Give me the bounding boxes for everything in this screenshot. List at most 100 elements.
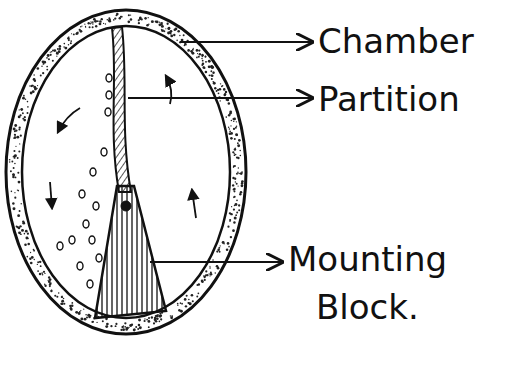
stipple-dot [176,40,178,42]
stipple-dot [71,304,74,307]
stipple-dot [41,66,42,67]
stipple-dot [161,319,162,320]
stipple-dot [233,188,235,190]
stipple-dot [137,328,139,330]
stipple-dot [61,302,63,304]
stipple-dot [219,88,221,90]
stipple-dot [241,180,244,183]
stipple-dot [30,252,31,253]
stipple-dot [235,203,238,206]
stipple-dot [37,85,38,86]
stipple-dot [39,273,41,275]
stipple-dot [10,170,12,172]
stipple-dot [19,114,21,116]
stipple-dot [220,100,221,101]
stipple-dot [227,226,229,228]
stipple-dot [233,128,235,130]
stipple-dot [237,171,239,173]
stipple-dot [179,35,180,36]
stipple-dot [236,173,238,175]
stipple-dot [235,133,238,136]
stipple-dot [205,71,208,74]
stipple-dot [44,61,45,62]
stipple-dot [148,17,149,18]
stipple-dot [190,50,193,53]
stipple-dot [218,247,220,249]
stipple-dot [40,74,42,76]
stipple-dot [85,314,87,316]
stipple-dot [80,317,83,320]
stipple-dot [84,24,85,25]
stipple-dot [15,176,17,178]
stipple-dot [212,259,214,261]
stipple-dot [185,305,187,307]
stipple-dot [161,29,164,32]
stipple-dot [70,307,73,310]
stipple-dot [84,318,87,321]
stipple-dot [198,49,200,51]
stipple-dot [99,23,102,26]
stipple-dot [211,66,214,69]
stipple-dot [196,284,198,286]
stipple-dot [231,120,233,122]
stipple-dot [160,318,162,320]
stipple-dot [220,83,221,84]
stipple-dot [39,261,41,263]
stipple-dot [97,20,99,22]
stipple-dot [127,20,130,23]
stipple-dot [128,327,129,328]
stipple-dot [175,28,178,31]
stipple-dot [219,251,221,253]
stipple-dot [238,209,240,211]
stipple-dot [216,251,218,253]
pivot-pin [121,201,131,211]
mounting-block [95,186,166,318]
stipple-dot [131,324,133,326]
stipple-dot [21,229,24,232]
stipple-dot [124,326,126,328]
stipple-dot [56,296,58,298]
stipple-dot [229,219,231,221]
stipple-dot [85,27,86,28]
stipple-dot [235,181,236,182]
stipple-dot [22,112,24,114]
stipple-dot [144,318,145,319]
stipple-dot [231,206,232,207]
stipple-dot [205,274,207,276]
stipple-dot [13,167,15,169]
stipple-dot [68,36,69,37]
stipple-dot [125,328,128,331]
stipple-dot [95,25,97,27]
stipple-dot [52,49,54,51]
stipple-dot [61,300,64,303]
stipple-dot [34,88,37,91]
stipple-dot [228,126,229,127]
stipple-dot [211,78,213,80]
stipple-dot [27,243,30,246]
stipple-dot [216,265,219,268]
stipple-dot [89,26,91,28]
stipple-dot [20,108,23,111]
stipple-dot [12,173,15,176]
stipple-dot [208,273,209,274]
stipple-dot [18,128,20,130]
stipple-dot [41,272,43,274]
stipple-dot [160,22,162,24]
stipple-dot [79,29,81,31]
stipple-dot [57,48,59,50]
stipple-dot [68,39,70,41]
stipple-dot [228,246,230,248]
stipple-dot [130,18,133,21]
stipple-dot [220,245,221,246]
stipple-dot [91,321,93,323]
stipple-dot [9,159,11,161]
stipple-dot [76,32,79,35]
stipple-dot [233,188,235,190]
stipple-dot [123,325,125,327]
stipple-dot [59,45,62,48]
outer-wall [6,10,246,334]
stipple-dot [80,26,82,28]
stipple-dot [232,151,234,153]
stipple-dot [239,150,241,152]
